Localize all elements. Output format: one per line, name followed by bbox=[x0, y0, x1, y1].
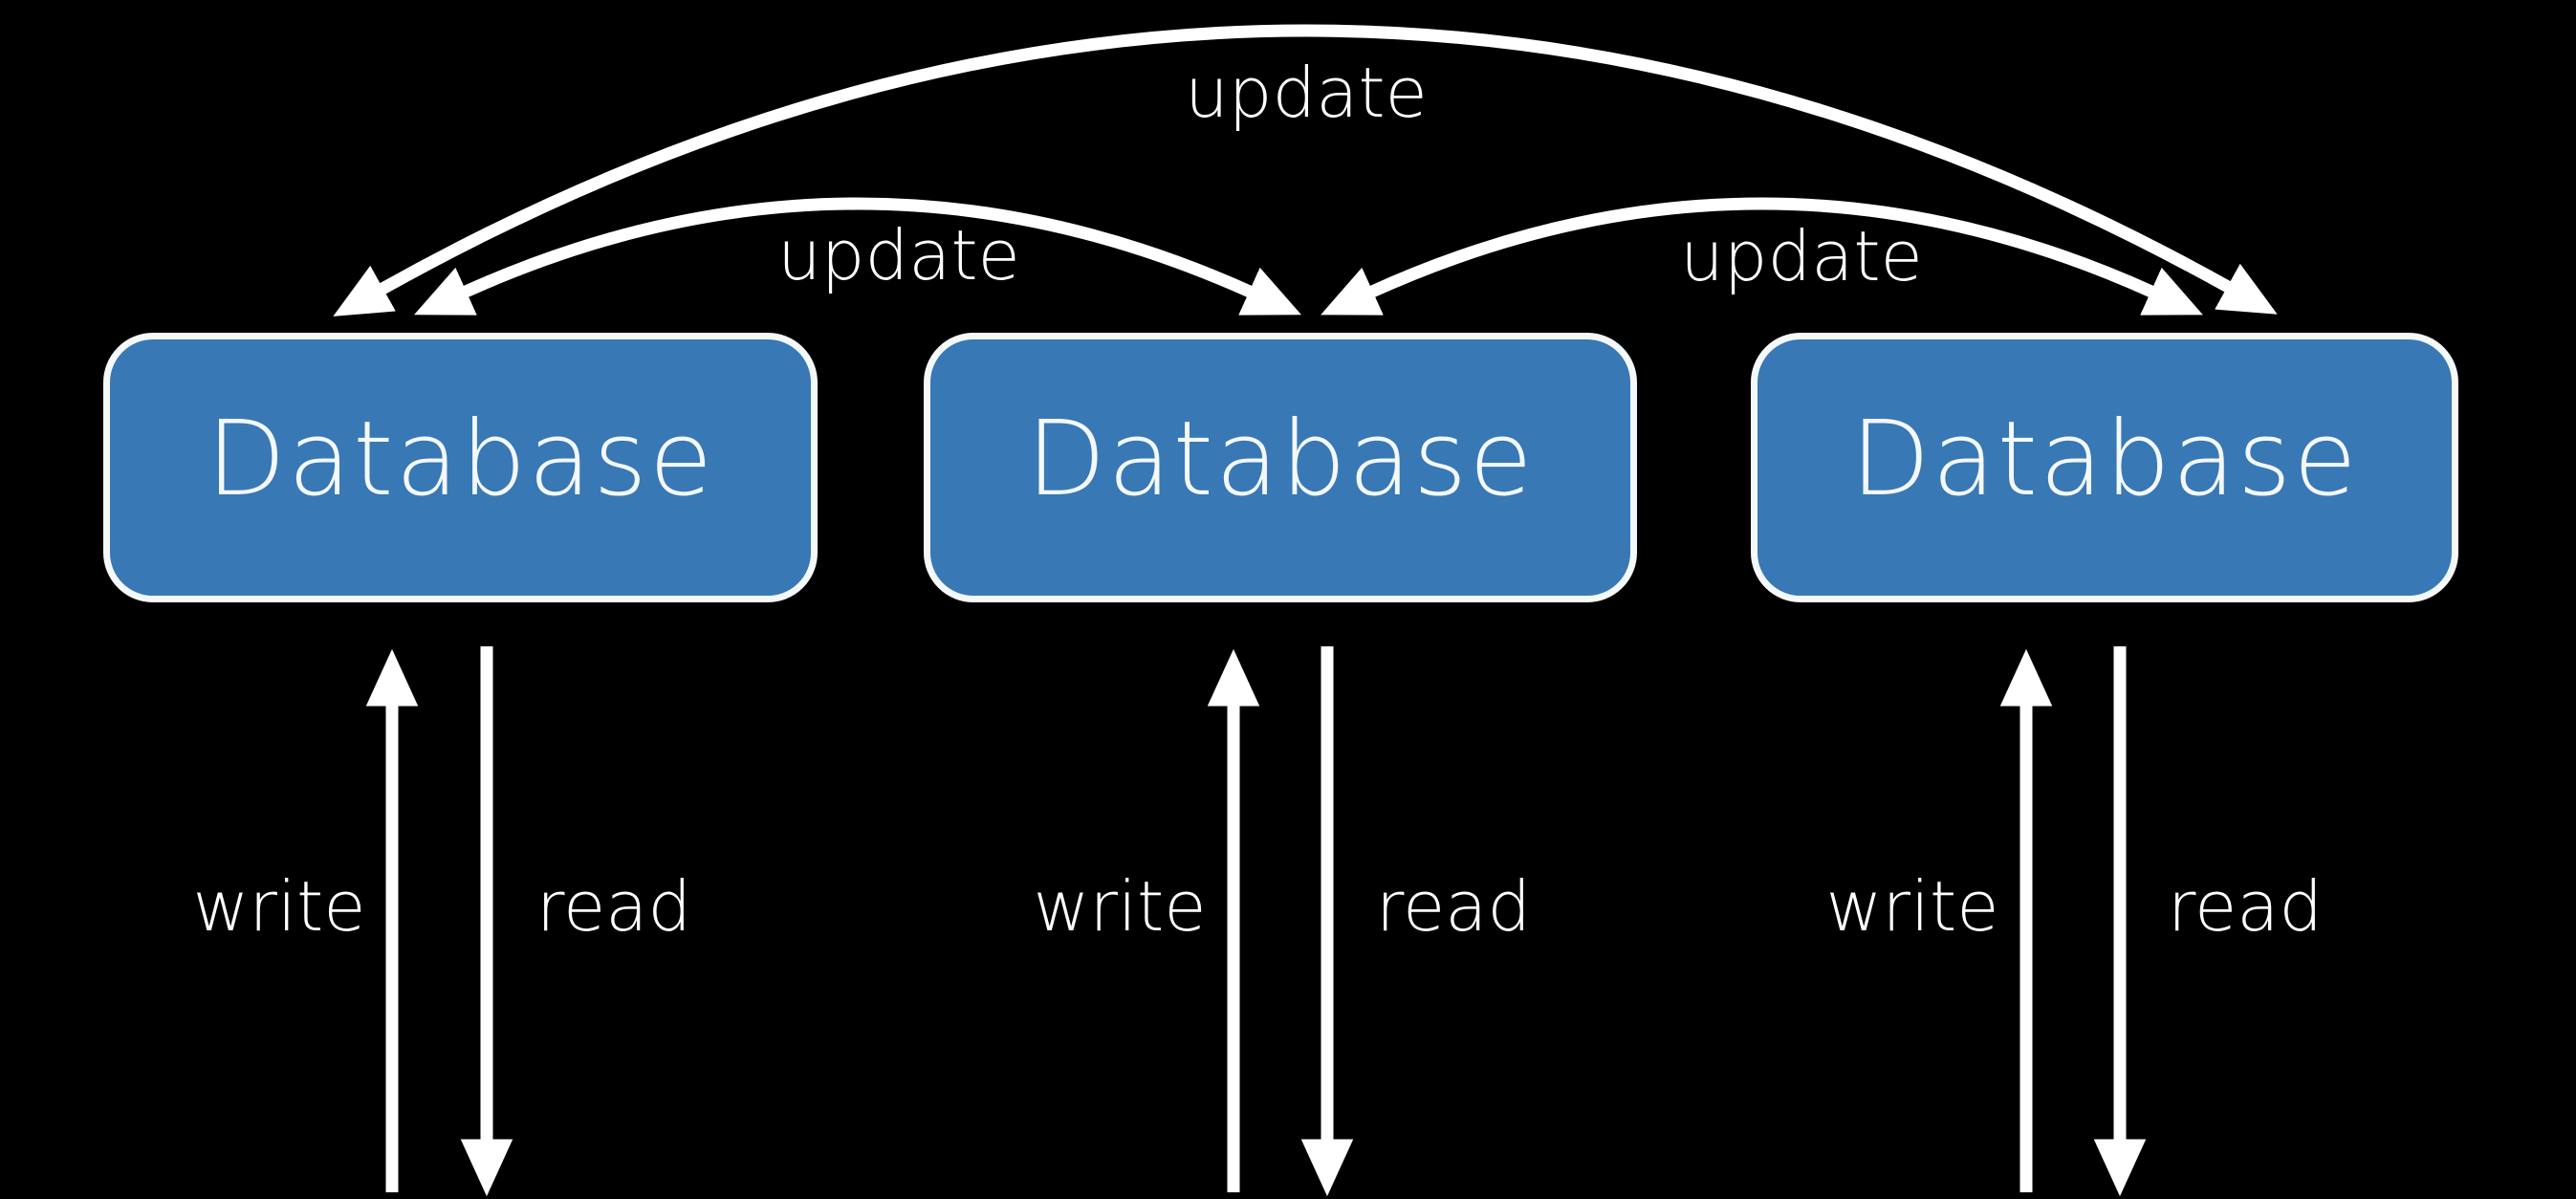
read-label-db1: read bbox=[535, 866, 692, 947]
update-arc-db1-db2 bbox=[414, 197, 1301, 316]
read-label-db2: read bbox=[1375, 866, 1532, 947]
node-database-2-label: Database bbox=[1026, 400, 1535, 519]
node-database-1-label: Database bbox=[206, 400, 715, 519]
update-label-db2-db3: update bbox=[1680, 216, 1923, 296]
write-label-db1: write bbox=[192, 866, 366, 947]
write-label-db3: write bbox=[1825, 866, 1999, 947]
update-label-db1-db3: update bbox=[1185, 53, 1428, 133]
update-arc-db1-db3 bbox=[333, 24, 2278, 316]
update-label-db1-db2: update bbox=[777, 215, 1020, 295]
write-label-db2: write bbox=[1033, 866, 1207, 947]
node-database-2: Database bbox=[924, 333, 1637, 602]
node-database-3-label: Database bbox=[1850, 400, 2359, 519]
node-database-1: Database bbox=[103, 333, 818, 602]
update-arc-db2-db3 bbox=[1321, 197, 2203, 316]
node-database-3: Database bbox=[1751, 333, 2458, 602]
read-label-db3: read bbox=[2167, 866, 2324, 947]
